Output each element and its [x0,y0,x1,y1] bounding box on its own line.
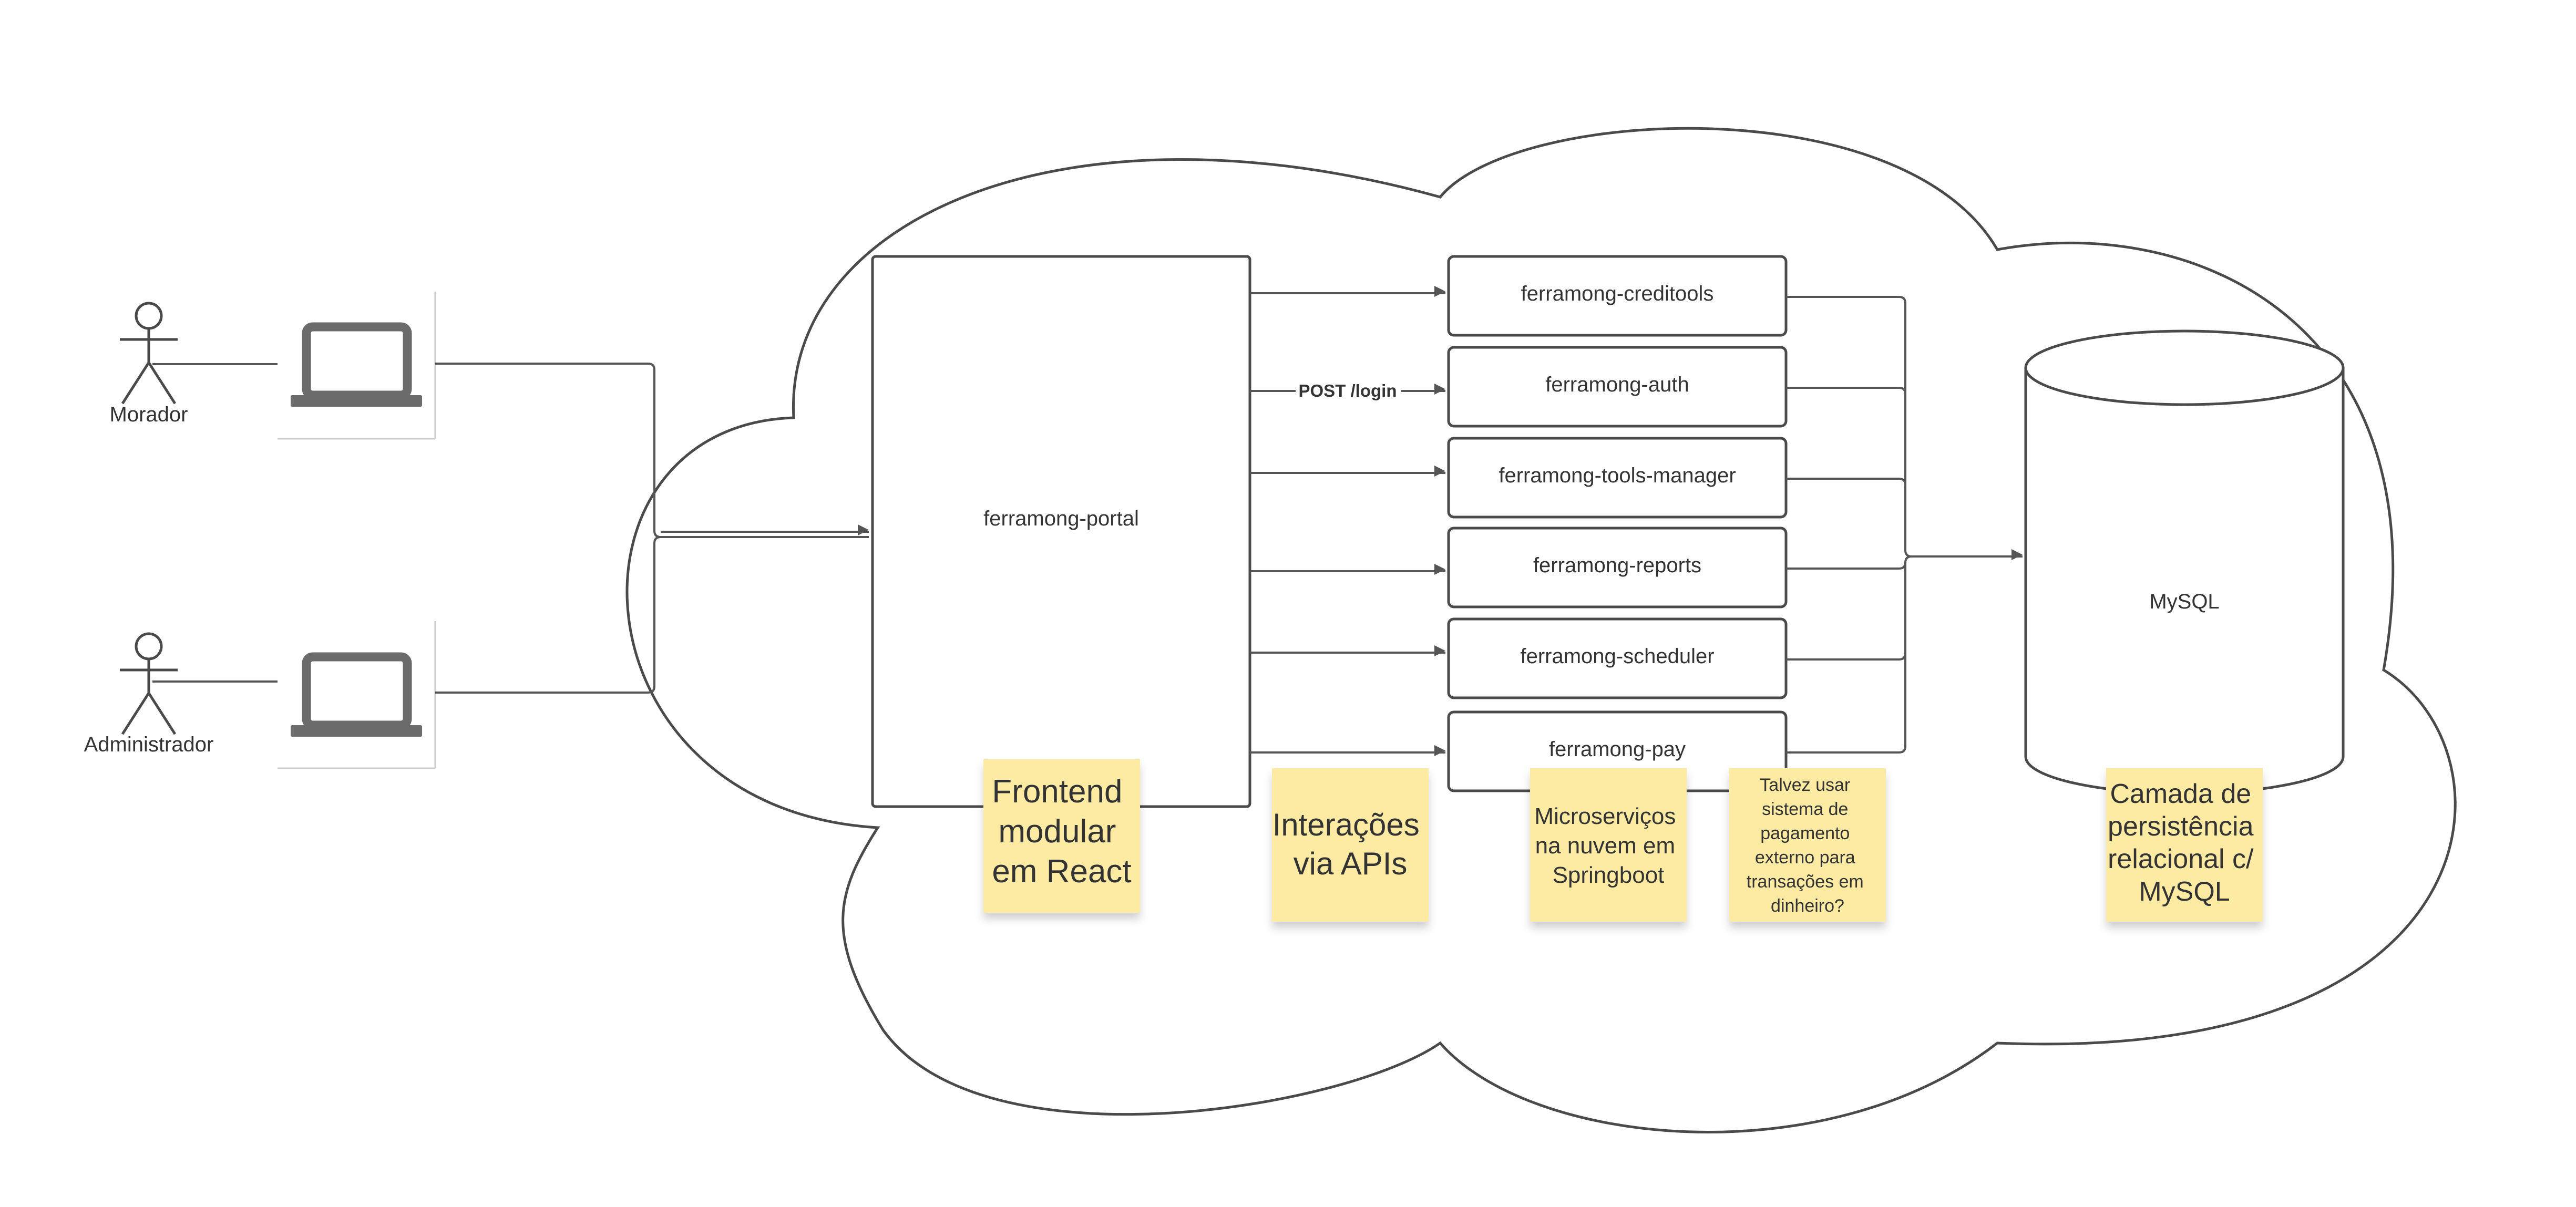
note-line: Microserviços [1534,803,1676,829]
note-line: sistema de [1762,799,1848,819]
note-line: pagamento [1760,823,1850,843]
api-label-bg [1296,378,1401,402]
connectors-services-to-db [1786,296,2023,754]
service-label: ferramong-tools-manager [1499,464,1736,487]
note-persistence: Camada de persistência relacional c/ MyS… [2106,768,2263,922]
note-line: Talvez usar [1760,775,1850,795]
service-scheduler[interactable]: ferramong-scheduler [1447,617,1788,699]
svg-text:Microserviços na nuvem e: Microserviços na nuvem em Springboot [1534,803,1682,888]
note-microservices: Microserviços na nuvem em Springboot [1530,768,1687,922]
service-label: ferramong-reports [1533,554,1701,577]
actor-label-morador: Morador [110,403,188,426]
actor-head [135,302,163,330]
actor-leg-left [121,362,150,405]
note-line: Frontend [992,773,1122,810]
service-label: ferramong-scheduler [1520,645,1714,668]
actor-administrador: Administrador [84,632,214,756]
note-line: via APIs [1294,846,1408,881]
note-frontend: Frontend modular em React [983,759,1140,913]
actor-label-administrador: Administrador [84,733,214,756]
note-payment: Talvez usar sistema de pagamento externo… [1729,768,1886,922]
database-mysql[interactable]: MySQL [2024,329,2345,795]
note-line: Camada de [2110,779,2251,809]
actor-leg-left [121,692,150,735]
service-label: ferramong-creditools [1521,282,1714,305]
service-auth[interactable]: ferramong-auth [1447,346,1788,428]
svg-text:Interações via APIs: Interações via APIs [1272,807,1429,881]
actor-leg-right [147,692,177,735]
note-line: na nuvem em [1535,833,1676,859]
service-reports[interactable]: ferramong-reports [1447,527,1788,608]
service-label: ferramong-pay [1549,738,1686,761]
note-line: externo para [1755,848,1855,868]
service-label: ferramong-auth [1545,373,1689,396]
portal-box[interactable] [871,255,1251,808]
note-line: em React [992,853,1131,890]
laptop-icon [278,292,436,440]
note-line: Interações [1272,807,1420,842]
note-line: Springboot [1553,862,1665,888]
note-apis: Interações via APIs [1272,768,1429,922]
note-line: persistência [2108,811,2254,842]
laptop-icon [278,621,436,769]
portal-label: ferramong-portal [983,507,1139,530]
service-creditools[interactable]: ferramong-creditools [1447,255,1788,337]
service-tools-manager[interactable]: ferramong-tools-manager [1447,437,1788,519]
database-label: MySQL [2149,590,2219,613]
note-line: MySQL [2139,876,2230,907]
api-label: POST /login [1299,381,1397,400]
note-line: dinheiro? [1771,896,1844,916]
note-line: transações em [1747,872,1864,892]
note-line: modular [998,813,1116,850]
svg-text:Camada de persistência: Camada de persistência relacional c/ MyS… [2108,779,2261,907]
svg-text:Talvez usar sistema de: Talvez usar sistema de pagamento externo… [1747,775,1869,916]
svg-text:Frontend modular e: Frontend modular em React [992,773,1131,890]
connector-laptop-administrador-to-portal [435,536,661,694]
note-line: relacional c/ [2108,844,2254,874]
actor-leg-right [147,362,177,405]
actor-morador: Morador [110,302,188,426]
actor-head [135,632,163,661]
